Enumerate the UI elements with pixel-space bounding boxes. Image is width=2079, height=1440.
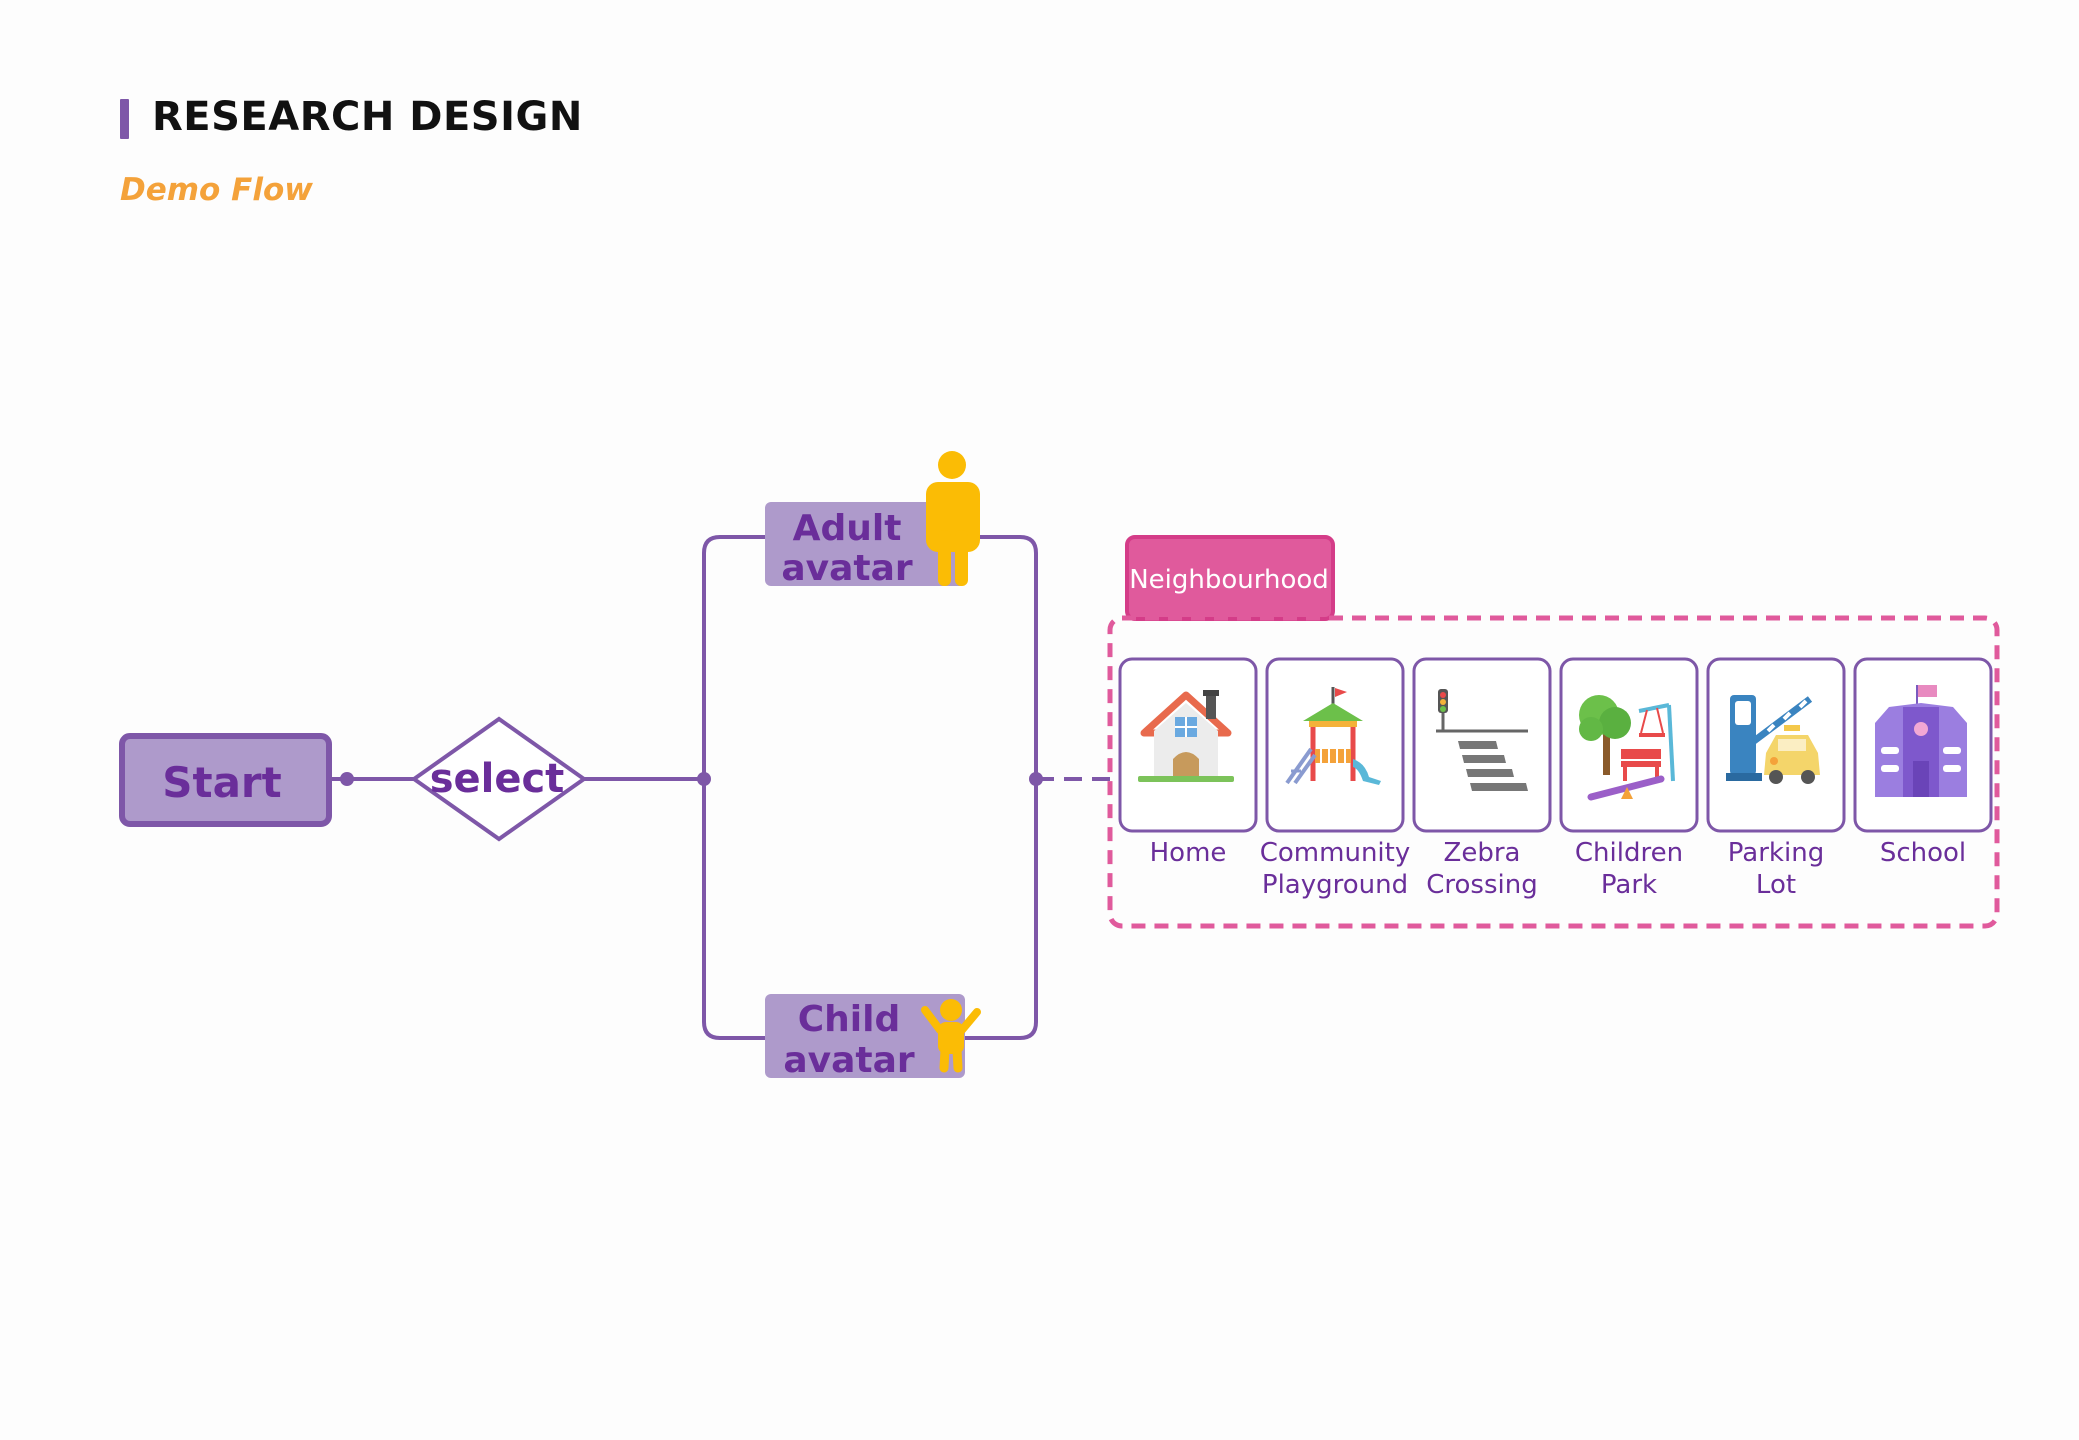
adult-avatar-line1: Adult [793, 508, 902, 549]
place-label: Lot [1756, 870, 1796, 900]
connector-dot-start [340, 772, 354, 786]
adult-avatar-node: Adult avatar [765, 451, 980, 589]
park-icon [1579, 695, 1675, 801]
place-label: Children [1575, 838, 1683, 868]
neighbourhood-label: Neighbourhood [1129, 565, 1329, 595]
place-card-frame [1559, 657, 1699, 833]
place-label: Park [1601, 870, 1657, 900]
place-label: Community [1260, 838, 1410, 868]
child-avatar-line2: avatar [783, 1040, 915, 1081]
place-card-home: Home [1118, 657, 1258, 868]
house-icon [1138, 690, 1234, 782]
start-label: Start [162, 758, 281, 807]
connector-branch-child [702, 779, 765, 1040]
connectors [332, 535, 1110, 1040]
place-label: Crossing [1426, 870, 1537, 900]
school-icon [1875, 685, 1967, 797]
connector-avatars-merge [965, 535, 1038, 1040]
connector-dot-branch [697, 772, 711, 786]
neighbourhood-group: Neighbourhood [1107, 535, 2000, 929]
page-subtitle: Demo Flow [120, 172, 313, 208]
page-title: RESEARCH DESIGN [152, 94, 583, 140]
parking-lot-icon [1726, 695, 1820, 784]
zebra-crossing-icon [1436, 689, 1528, 791]
neighbourhood-dashed-frame [1107, 615, 2000, 929]
place-card-frame [1265, 657, 1405, 833]
place-card-school: School [1853, 657, 1993, 868]
playground-icon [1285, 687, 1381, 785]
place-label: Zebra [1444, 838, 1521, 868]
child-person-icon [921, 999, 981, 1073]
place-label: Home [1150, 838, 1227, 868]
child-avatar-node: Child avatar [765, 994, 981, 1081]
place-label: School [1880, 838, 1966, 868]
child-avatar-line1: Child [798, 999, 901, 1040]
connector-dot-merge [1029, 772, 1043, 786]
adult-person-icon [926, 451, 980, 586]
place-label: Parking [1728, 838, 1824, 868]
select-label: select [430, 756, 565, 802]
start-node: Start [119, 733, 332, 827]
adult-avatar-line2: avatar [781, 548, 913, 589]
select-decision-node: select [410, 716, 588, 842]
connector-branch-adult [702, 535, 765, 779]
place-label: Playground [1262, 870, 1408, 900]
title-accent-bar [120, 99, 129, 139]
